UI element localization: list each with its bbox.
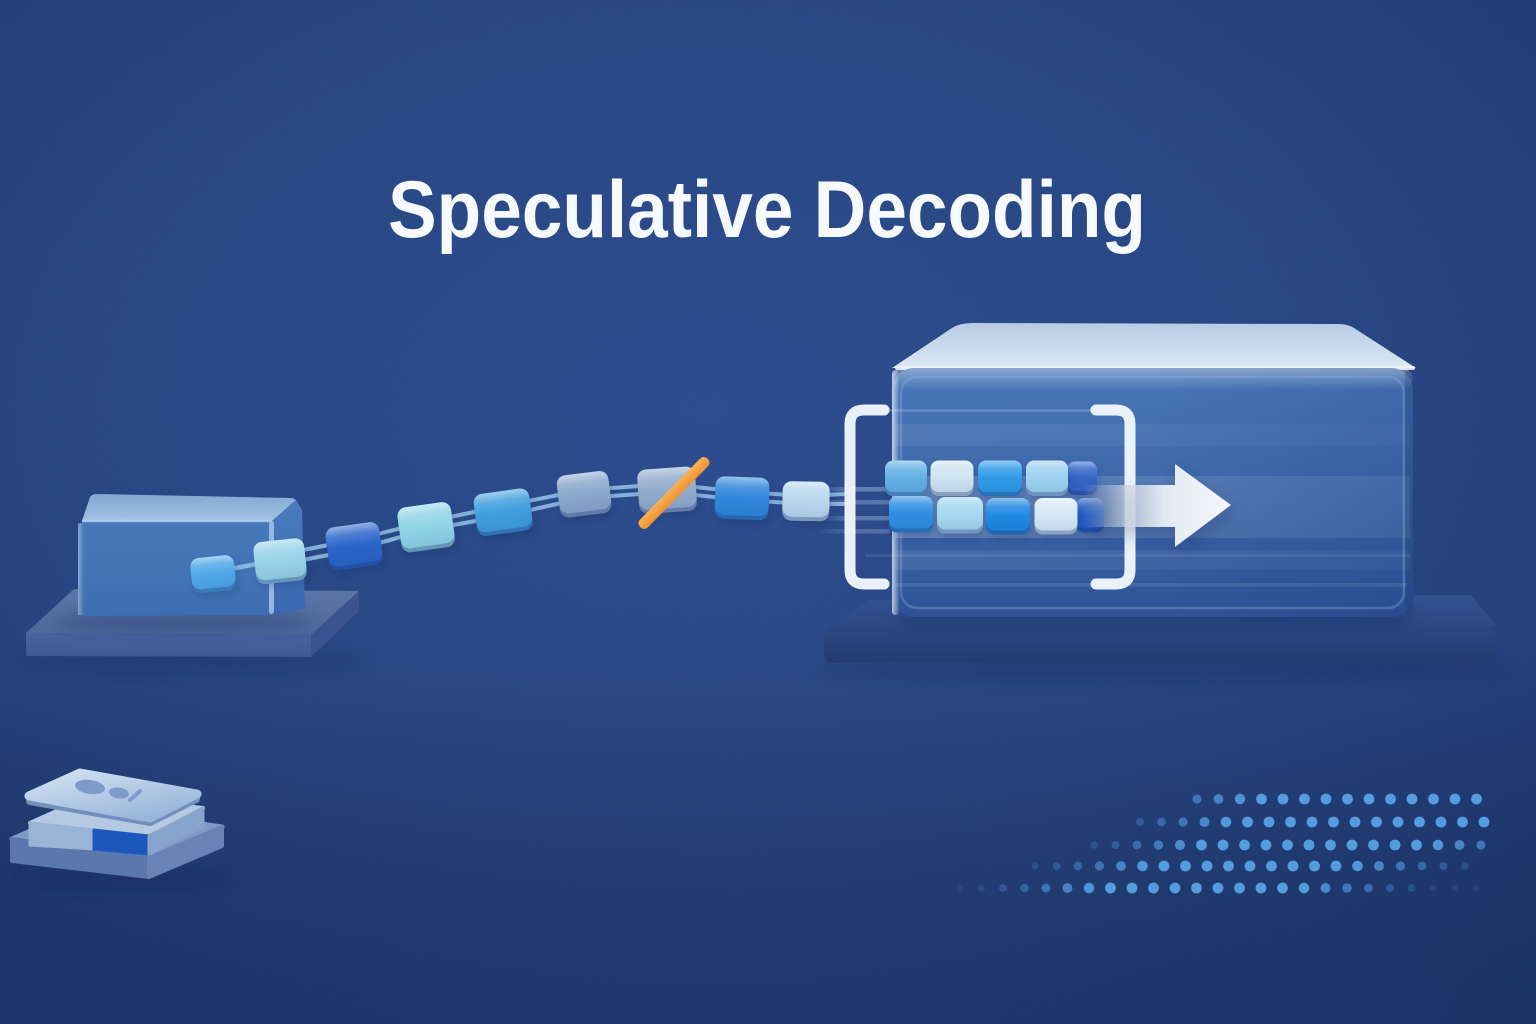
svg-text:Speculative Decoding: Speculative Decoding bbox=[388, 165, 1146, 255]
